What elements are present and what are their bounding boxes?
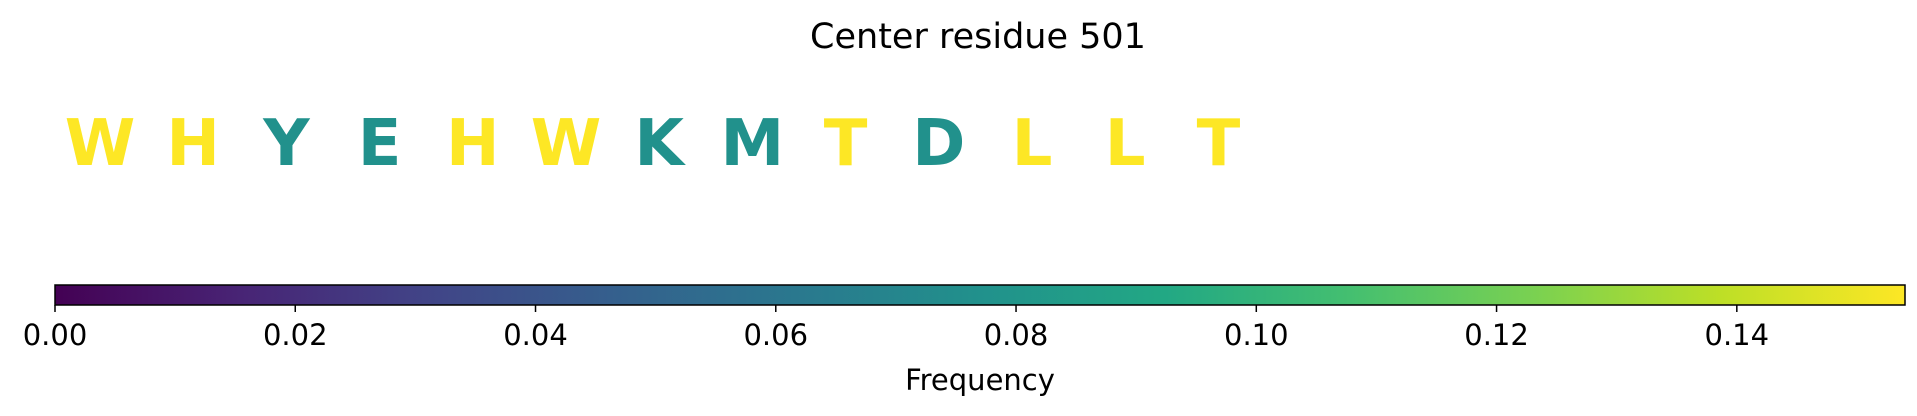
colorbar-tick-label: 0.02 — [263, 318, 328, 352]
residue-letter: H — [166, 107, 220, 181]
colorbar-tick-label: 0.14 — [1705, 318, 1770, 352]
residue-letter: D — [912, 107, 965, 181]
colorbar-ticks: 0.00 0.02 0.04 0.06 0.08 0.10 0.12 0.14 — [23, 305, 1769, 352]
residue-letter: Y — [262, 107, 310, 181]
colorbar-tick-label: 0.04 — [503, 318, 568, 352]
residue-letter: H — [446, 107, 500, 181]
residue-letter: W — [531, 107, 602, 181]
residue-letter: L — [1105, 107, 1146, 181]
colorbar-label: Frequency — [905, 363, 1055, 397]
residue-letter: M — [721, 107, 785, 181]
residue-letter: E — [358, 107, 402, 181]
colorbar-tick-label: 0.10 — [1224, 318, 1289, 352]
colorbar-tick-label: 0.00 — [23, 318, 88, 352]
colorbar-tick-label: 0.08 — [984, 318, 1049, 352]
residue-letter: W — [65, 107, 136, 181]
colorbar-tick-label: 0.12 — [1464, 318, 1529, 352]
colorbar-tick-label: 0.06 — [743, 318, 808, 352]
colorbar — [54, 284, 1906, 306]
residue-letter: T — [1197, 107, 1241, 181]
residue-letter: K — [634, 107, 686, 181]
residue-letter: L — [1012, 107, 1053, 181]
chart-title: Center residue 501 — [810, 17, 1146, 57]
residue-letter: T — [824, 107, 868, 181]
